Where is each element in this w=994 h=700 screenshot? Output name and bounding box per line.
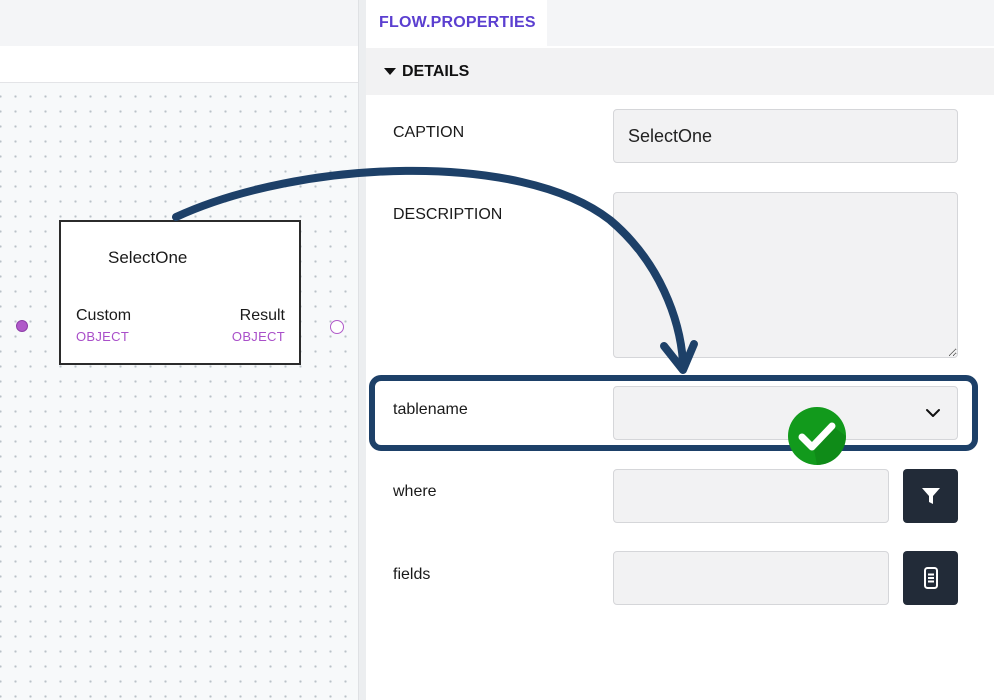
flow-node-selectone[interactable]: SelectOne Custom OBJECT Result OBJECT [59,220,301,365]
canvas-top-bar [0,0,358,46]
description-textarea[interactable] [613,192,958,358]
description-label: DESCRIPTION [393,206,503,223]
fields-list-button[interactable] [903,551,958,605]
section-title: DETAILS [402,62,470,80]
tab-label: FLOW.PROPERTIES [379,14,536,31]
output-port-label: Result [239,307,285,324]
flow-canvas[interactable] [0,83,358,700]
details-section-header[interactable]: DETAILS [366,48,994,95]
output-port-dot[interactable] [330,320,344,334]
output-port-type: OBJECT [231,329,285,344]
where-label: where [393,483,437,500]
fields-input[interactable] [613,551,889,605]
tab-flow-properties[interactable]: FLOW.PROPERTIES [366,0,547,46]
checkmark-icon [788,407,846,465]
caption-input[interactable] [613,109,958,163]
chevron-down-icon [926,409,940,417]
input-port-dot[interactable] [16,320,28,332]
node-title: SelectOne [108,248,188,267]
tab-strip: FLOW.PROPERTIES [366,0,994,46]
properties-panel: FLOW.PROPERTIES DETAILS CAPTION DESCRIPT… [366,0,994,700]
filter-icon [921,488,940,504]
pane-divider[interactable] [358,0,366,700]
canvas-toolbar [0,46,358,83]
caret-down-icon [384,68,396,75]
fields-label: fields [393,566,431,583]
tablename-select[interactable] [613,386,958,440]
where-input[interactable] [613,469,889,523]
list-icon [923,567,938,589]
caption-label: CAPTION [393,124,465,141]
where-filter-button[interactable] [903,469,958,523]
input-port-label: Custom [76,307,132,324]
input-port-type: OBJECT [76,329,130,344]
tablename-label: tablename [393,401,468,418]
